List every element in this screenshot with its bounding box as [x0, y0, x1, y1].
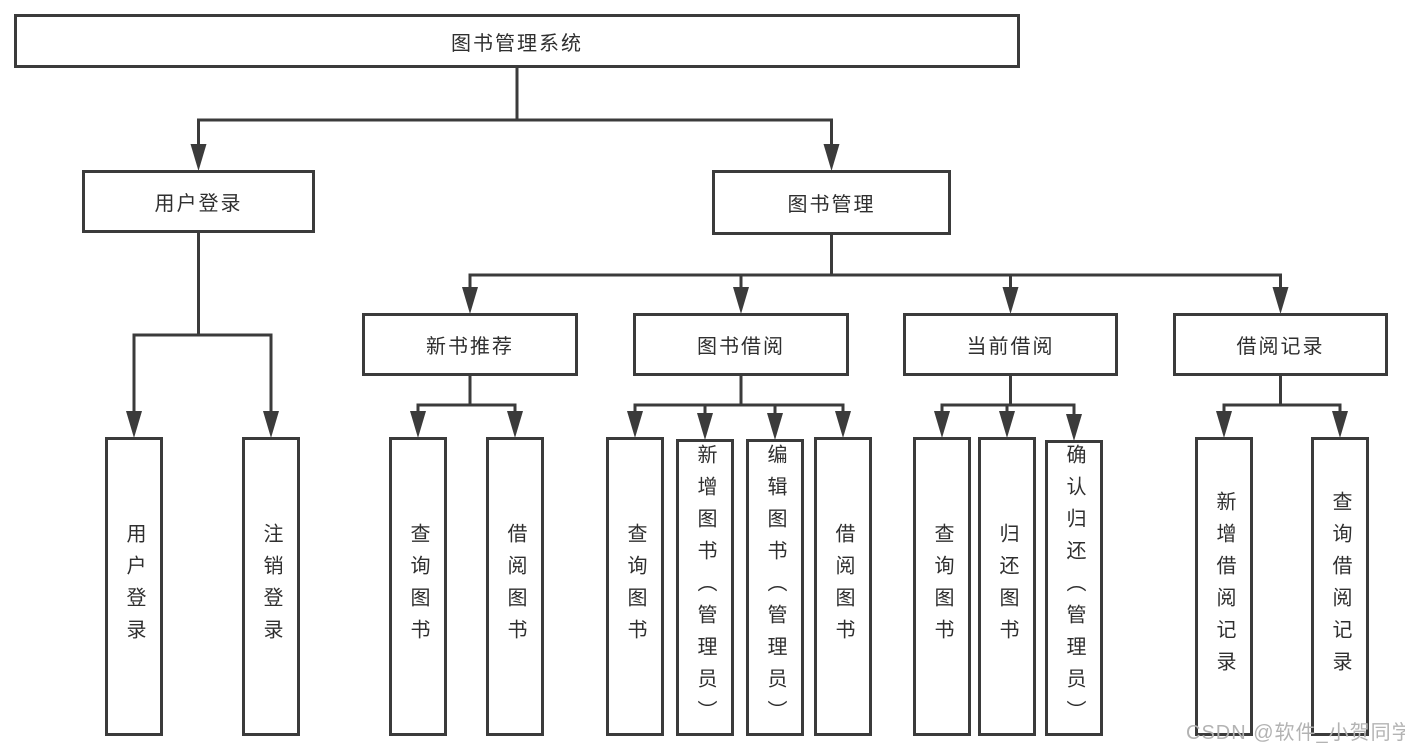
node-label: 查询图书: [407, 522, 429, 651]
diagram-node-login: 用户登录: [82, 170, 315, 233]
node-label: 图书管理系统: [451, 32, 583, 55]
diagram-node-records: 借阅记录: [1173, 313, 1388, 376]
diagram-node-rec-borrow: 借阅图书: [486, 437, 544, 736]
node-label: 新增图书（管理员）: [694, 443, 716, 732]
node-label: 图书管理: [787, 194, 876, 216]
diagram-node-recd-query: 查询借阅记录: [1311, 437, 1369, 736]
diagram-node-root: 图书管理系统: [14, 14, 1020, 68]
node-label: 查询借阅记录: [1329, 490, 1351, 683]
diagram-node-rec: 新书推荐: [362, 313, 578, 376]
diagram-node-mgmt: 图书管理: [712, 170, 951, 235]
diagram-node-recd-add: 新增借阅记录: [1195, 437, 1253, 736]
node-label: 归还图书: [996, 522, 1018, 651]
diagram-node-borrow-query: 查询图书: [606, 437, 664, 736]
node-label: 注销登录: [260, 522, 282, 651]
watermark: CSDN @软件_小贺同学: [1186, 722, 1405, 744]
diagram-node-borrow-edit: 编辑图书（管理员）: [746, 439, 804, 736]
node-label: 借阅记录: [1236, 336, 1325, 358]
node-label: 借阅图书: [504, 522, 526, 651]
node-label: 查询图书: [931, 522, 953, 651]
diagram-node-borrow-add: 新增图书（管理员）: [676, 439, 734, 736]
diagram-node-cur-query: 查询图书: [913, 437, 971, 736]
node-label: 新书推荐: [426, 336, 514, 358]
diagram-node-borrow: 图书借阅: [633, 313, 849, 376]
node-label: 新增借阅记录: [1213, 490, 1235, 683]
node-label: 用户登录: [123, 522, 145, 651]
node-label: 查询图书: [624, 522, 646, 651]
node-label: 编辑图书（管理员）: [764, 443, 786, 732]
diagram-node-current: 当前借阅: [903, 313, 1118, 376]
diagram-node-cur-confirm: 确认归还（管理员）: [1045, 440, 1103, 736]
node-label: 借阅图书: [832, 522, 854, 651]
node-label: 确认归还（管理员）: [1063, 444, 1085, 732]
node-label: 图书借阅: [697, 336, 785, 358]
diagram-node-login-logout: 注销登录: [242, 437, 300, 736]
diagram-node-rec-query: 查询图书: [389, 437, 447, 736]
diagram-node-cur-return: 归还图书: [978, 437, 1036, 736]
diagram-node-login-user: 用户登录: [105, 437, 163, 736]
node-label: 当前借阅: [966, 336, 1055, 358]
node-label: 用户登录: [154, 193, 243, 215]
diagram-node-borrow-borrow: 借阅图书: [814, 437, 872, 736]
